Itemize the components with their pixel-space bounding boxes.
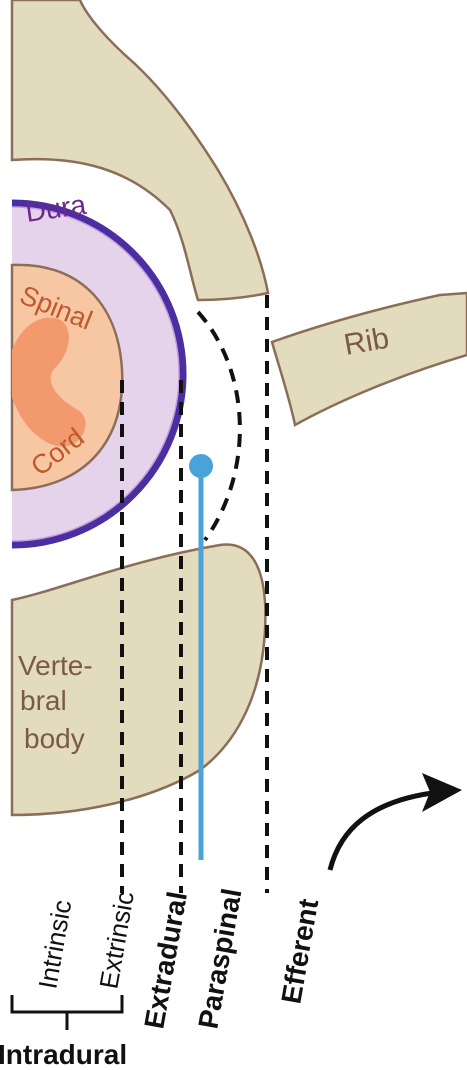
intradural-label: Intradural [0,1039,127,1070]
foramen-dashed-arc [198,312,240,540]
efferent-arrow-curve [330,792,440,870]
needle-tip-dot [189,454,213,478]
intradural-bracket [12,995,122,1030]
vertebral-label-line1: Verte- [18,650,93,681]
rib-bone [272,293,467,425]
vertebral-label-line3: body [24,723,85,754]
vertebral-label-line2: bral [20,685,67,716]
extradural-label: Extradural [138,889,193,1031]
extrinsic-label: Extrinsic [93,889,140,991]
paraspinal-label: Paraspinal [192,886,247,1031]
intrinsic-label: Intrinsic [32,898,77,991]
efferent-label: Efferent [275,896,324,1006]
